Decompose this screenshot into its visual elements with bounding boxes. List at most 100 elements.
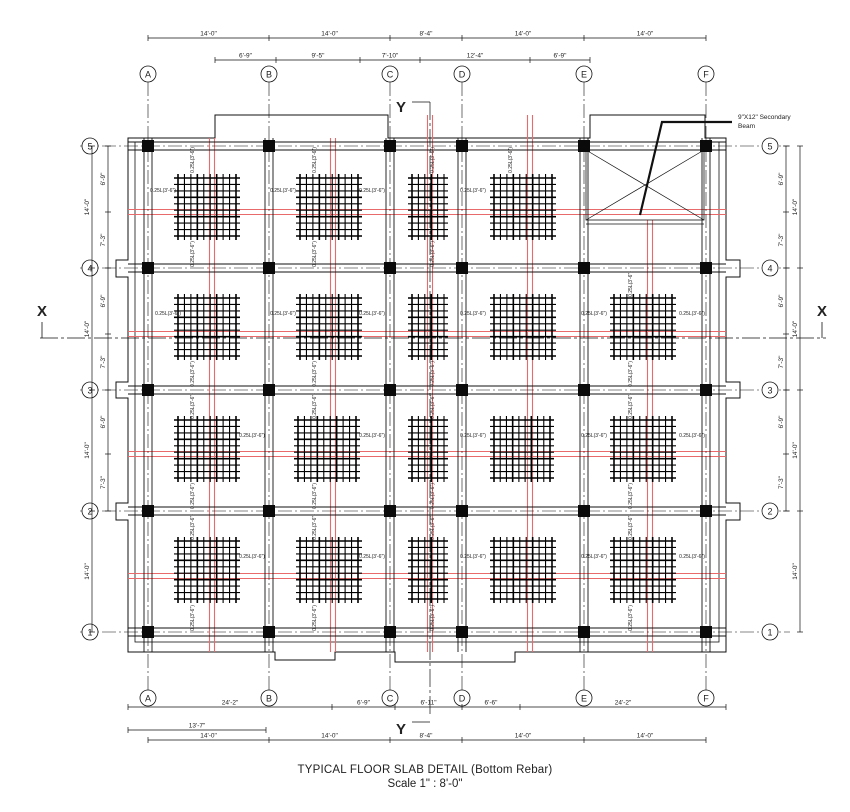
- rebar-label-h: 0.25L(3'-6"): [270, 188, 296, 194]
- rebar-label-v: 0.25L(3'-6"): [312, 483, 318, 509]
- column: [456, 140, 468, 152]
- grid-bubble-col: [575, 65, 593, 83]
- grid-bubble-row: [761, 381, 779, 399]
- dim-right-inner-text: 7'-3": [778, 233, 785, 247]
- dim-right-outer-text: 14'-0": [792, 198, 799, 215]
- section-x-right: X: [817, 303, 827, 320]
- rebar-label-v: 0.25L(3'-6"): [628, 361, 634, 387]
- column: [384, 626, 396, 638]
- grid-label-col: D: [459, 70, 466, 80]
- dim-bottom-inner-text: 24'-2": [615, 700, 632, 707]
- grid-label-col: E: [581, 70, 587, 80]
- rebar-label-v: 0.25L(3'-6"): [430, 147, 436, 173]
- rebar-label-v: 0.25L(3'-6"): [312, 393, 318, 419]
- drawing-scale: Scale 1" : 8'-0": [387, 778, 463, 790]
- grid-bubble-row: [761, 502, 779, 520]
- rebar-label-v: 0.25L(3'-6"): [190, 483, 196, 509]
- column: [142, 140, 154, 152]
- rebar-label-v: 0.25L(3'-6"): [312, 514, 318, 540]
- dim-top-outer-text: 14'-0": [637, 31, 654, 38]
- dim-right-outer-text: 14'-0": [792, 442, 799, 459]
- grid-label-row: 5: [87, 142, 92, 152]
- grid-bubble-col: [260, 65, 278, 83]
- open-bay-diagonal: [585, 149, 705, 221]
- column: [142, 626, 154, 638]
- column: [578, 384, 590, 396]
- grid-bubble-col: [139, 689, 157, 707]
- dim-top-inner-text: 12'-4": [467, 53, 484, 60]
- grid-label-row: 1: [767, 628, 772, 638]
- dim-left-inner-text: 6'-9": [100, 294, 107, 308]
- beam-lines: [40, 82, 826, 715]
- dim-bottom-inner-text: 6'-11": [420, 700, 437, 707]
- column: [263, 262, 275, 274]
- column: [263, 140, 275, 152]
- dim-left-outer-text: 14'-0": [84, 198, 91, 215]
- grid-label-row: 3: [87, 386, 92, 396]
- rebar-label-v: 0.25L(3'-6"): [190, 605, 196, 631]
- section-y-bottom: Y: [396, 721, 406, 738]
- dim-top-inner-text: 6'-9": [239, 53, 253, 60]
- column: [700, 262, 712, 274]
- column: [384, 262, 396, 274]
- rebar-label-h: 0.25L(3'-6"): [581, 433, 607, 439]
- rebar-label-v: 0.25L(3'-6"): [430, 241, 436, 267]
- column: [456, 384, 468, 396]
- column: [456, 262, 468, 274]
- rebar-label-v: 0.25L(3'-6"): [430, 514, 436, 540]
- column: [142, 262, 154, 274]
- rebar-mesh: [490, 416, 554, 482]
- grid-label-row: 4: [87, 264, 92, 274]
- dim-bottom-outer-text: 14'-0": [515, 733, 532, 740]
- grid-bubble-col: [697, 65, 715, 83]
- rebar-label-h: 0.25L(3'-6"): [460, 433, 486, 439]
- rebar-label-v: 0.25L(3'-6"): [430, 483, 436, 509]
- grid-label-row: 1: [87, 628, 92, 638]
- dim-top-inner-text: 9'-5": [312, 53, 326, 60]
- grid-bubble-col: [453, 65, 471, 83]
- dim-bottom-inner-text: 24'-2": [222, 700, 239, 707]
- column: [142, 505, 154, 517]
- dim-left-inner-text: 7'-3": [100, 233, 107, 247]
- dim-top-inner-text: 6'-9": [554, 53, 568, 60]
- dim-top-outer-text: 14'-0": [200, 31, 217, 38]
- rebar-label-v: 0.25L(3'-6"): [190, 147, 196, 173]
- column: [578, 140, 590, 152]
- grid-label-col: B: [266, 70, 272, 80]
- rebar-label-h: 0.25L(3'-6"): [679, 554, 705, 560]
- rebar-label-v: 0.25L(3'-6"): [190, 393, 196, 419]
- rebar-mesh: [174, 537, 240, 603]
- column: [263, 626, 275, 638]
- rebar-label-v: 0.25L(3'-6"): [190, 361, 196, 387]
- rebar-mesh: [174, 174, 240, 240]
- grid-label-col: C: [387, 694, 394, 704]
- dim-bottom-outer-text: 8'-4": [420, 733, 434, 740]
- dim-left-outer-text: 14'-0": [84, 563, 91, 580]
- rebar-label-h: 0.25L(3'-6"): [679, 311, 705, 317]
- grid-label-row: 3: [767, 386, 772, 396]
- rebar-mesh: [408, 294, 448, 360]
- rebar-mesh: [610, 537, 676, 603]
- dim-bottom-outer-text: 14'-0": [321, 733, 338, 740]
- dim-right-inner-text: 7'-3": [778, 475, 785, 489]
- column: [700, 505, 712, 517]
- grid-bubble-row: [761, 137, 779, 155]
- rebar-label-h: 0.25L(3'-6"): [359, 554, 385, 560]
- column: [263, 505, 275, 517]
- grid-label-col: B: [266, 694, 272, 704]
- dim-bottom-outer-text: 14'-0": [637, 733, 654, 740]
- column: [384, 384, 396, 396]
- rebar-label-v: 0.25L(3'-6"): [190, 241, 196, 267]
- rebar-label-h: 0.25L(3'-6"): [270, 311, 296, 317]
- column: [456, 505, 468, 517]
- callout-leader: [638, 120, 732, 216]
- rebar-label-v: 0.25L(3'-6"): [628, 483, 634, 509]
- column: [142, 384, 154, 396]
- column: [384, 505, 396, 517]
- grid-bubble-col: [381, 689, 399, 707]
- rebar-label-v: 0.25L(3'-6"): [190, 514, 196, 540]
- rebar-label-v: 0.25L(3'-6"): [312, 361, 318, 387]
- column: [578, 262, 590, 274]
- dim-right-inner-text: 6'-9": [778, 415, 785, 429]
